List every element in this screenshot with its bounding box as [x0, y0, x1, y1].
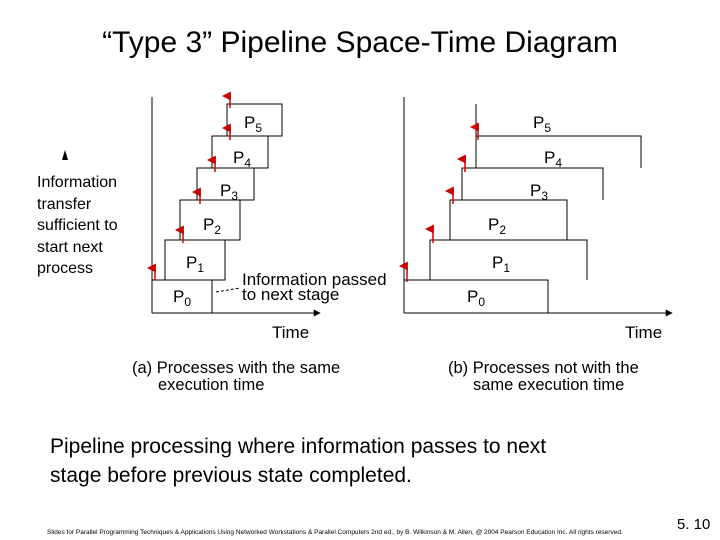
- left-label-p5: P5: [244, 113, 262, 135]
- right-label-p3: P3: [530, 181, 548, 203]
- right-label-p4: P4: [544, 148, 562, 170]
- info-passed-line2: to next stage: [242, 285, 339, 304]
- body-text-line2: stage before previous state completed.: [50, 464, 412, 487]
- body-text-line1: Pipeline processing where information pa…: [50, 435, 547, 458]
- left-label-p0: P0: [173, 287, 191, 309]
- left-panel: P0 P1 P2 P3 P4 P5 Information passed to …: [146, 91, 387, 342]
- right-caption: (b) Processes not with the same executio…: [448, 360, 639, 394]
- right-process-steps: [403, 104, 642, 313]
- page-title: “Type 3” Pipeline Space-Time Diagram: [102, 26, 618, 59]
- left-axis-label: Time: [272, 323, 309, 342]
- right-caption-line2: same execution time: [473, 376, 625, 394]
- right-label-p5: P5: [533, 113, 551, 135]
- side-label: Information transfer sufficient to start…: [37, 174, 118, 277]
- left-label-p4: P4: [233, 148, 251, 170]
- right-panel: P0 P1 P2 P3 P4 P5 Time: [398, 97, 673, 342]
- left-label-p2: P2: [203, 215, 221, 237]
- info-passed-pointer: [215, 287, 241, 293]
- right-label-p2: P2: [488, 215, 506, 237]
- side-label-arrow-icon: [62, 150, 68, 160]
- left-caption-line1: (a) Processes with the same: [132, 359, 341, 377]
- left-caption: (a) Processes with the same execution ti…: [132, 360, 340, 394]
- left-label-p1: P1: [186, 253, 204, 275]
- page-number: 5. 10: [677, 516, 711, 533]
- left-process-steps: [151, 103, 283, 313]
- right-axis-label: Time: [625, 323, 662, 342]
- body-text: Pipeline processing where information pa…: [50, 432, 670, 490]
- right-label-p1: P1: [492, 253, 510, 275]
- right-label-p0: P0: [467, 287, 485, 309]
- left-label-p3: P3: [220, 181, 238, 203]
- right-caption-line1: (b) Processes not with the: [448, 359, 639, 377]
- left-caption-line2: execution time: [158, 376, 265, 394]
- info-passed-line1: Information passed: [242, 270, 387, 289]
- footer-credit: Slides for Parallel Programming Techniqu…: [47, 529, 623, 536]
